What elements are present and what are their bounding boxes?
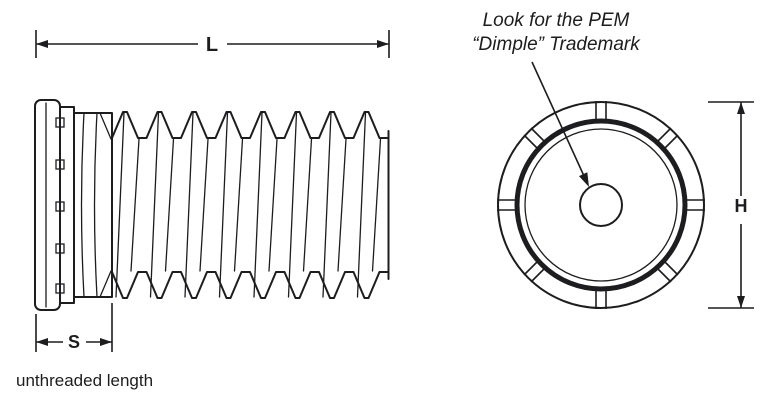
annotation-line1: Look for the PEM (483, 10, 630, 31)
arrowhead-icon (377, 40, 389, 48)
stud-head (34, 99, 113, 311)
thread-helix-lines (115, 112, 382, 298)
arrowhead-icon (36, 338, 48, 346)
thread-bottom-edge (111, 271, 389, 299)
end-view (497, 101, 705, 309)
thread-runout-lines (99, 112, 112, 298)
shank (73, 112, 113, 298)
leader-line (531, 61, 585, 177)
dimension-H: H (708, 101, 754, 309)
outer-rim-circle (497, 101, 705, 309)
thread-top-edge (111, 111, 389, 139)
side-view (34, 99, 390, 311)
dimension-L: L (35, 30, 390, 58)
dimension-L-label: L (206, 34, 218, 56)
head-land (59, 106, 75, 304)
rim-notches (497, 101, 705, 309)
thread-profile (111, 111, 390, 299)
arrowhead-icon (100, 338, 112, 346)
dimple-circle (579, 183, 623, 227)
leader-arrowhead-icon (579, 172, 589, 187)
dimension-H-label: H (735, 196, 748, 216)
inner-face-circle (524, 128, 678, 282)
annotation-line2: “Dimple” Trademark (472, 34, 641, 55)
clinch-ring-circle (514, 118, 688, 292)
arrowhead-icon (36, 40, 48, 48)
dimension-S: S (35, 303, 113, 352)
arrowhead-icon (737, 102, 745, 114)
shank-curvature-lines (80, 112, 98, 298)
caption-unthreaded-length: unthreaded length (16, 371, 153, 390)
dimension-S-label: S (68, 332, 80, 352)
arrowhead-icon (737, 296, 745, 308)
annotation-callout: Look for the PEM “Dimple” Trademark (472, 10, 641, 187)
